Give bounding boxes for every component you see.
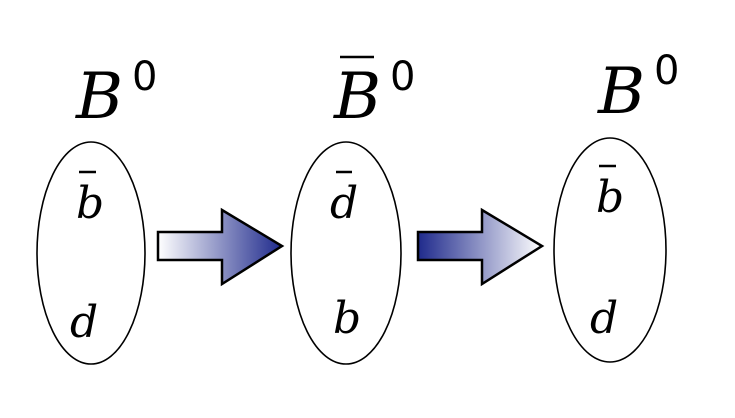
- particle-symbol: B: [333, 60, 381, 134]
- stage-b0-initial: B 0 b d: [36, 54, 157, 365]
- meson-outline: [36, 141, 146, 365]
- stage-b0-bar: B 0 d b: [290, 54, 415, 365]
- antiquark-label: b: [76, 178, 104, 229]
- antiquark-label: d: [330, 178, 358, 229]
- particle-superscript: 0: [390, 54, 415, 100]
- quark-label: d: [70, 297, 98, 348]
- particle-symbol: B: [597, 55, 645, 129]
- oscillation-arrow-2: [416, 207, 545, 287]
- particle-superscript: 0: [654, 48, 679, 94]
- stage-b0-final: B 0 b d: [553, 48, 679, 363]
- quark-label: d: [590, 293, 618, 344]
- antiquark-label: b: [596, 172, 624, 223]
- quark-label: b: [333, 293, 361, 344]
- oscillation-arrow-1: [156, 207, 285, 287]
- meson-outline: [290, 141, 402, 365]
- meson-outline: [553, 137, 667, 363]
- particle-symbol: B: [75, 60, 123, 134]
- particle-superscript: 0: [132, 54, 157, 100]
